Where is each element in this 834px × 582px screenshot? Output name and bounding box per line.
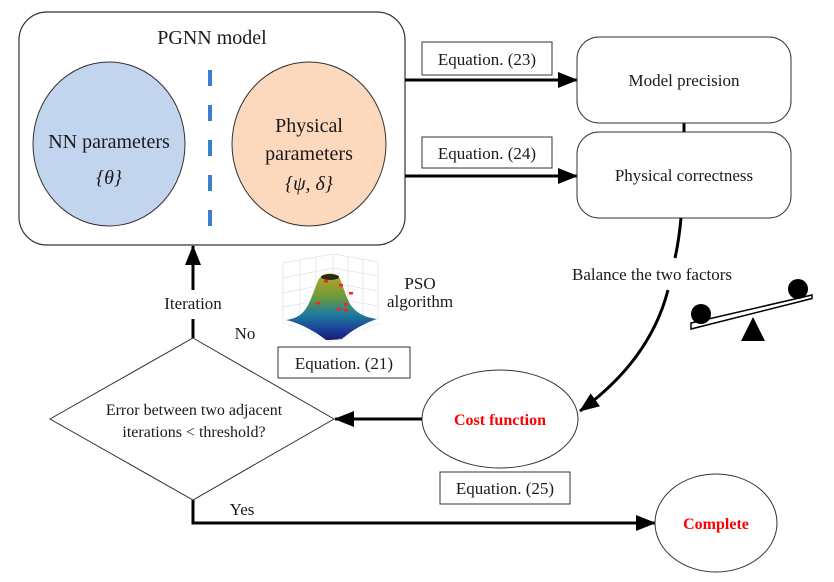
physical-parameters-label-2: parameters: [265, 143, 353, 165]
balance-curve-top: [673, 217, 683, 259]
decision-label-1: Error between two adjacent: [106, 402, 283, 419]
iteration-label: Iteration: [164, 294, 222, 313]
balance-label: Balance the two factors: [572, 265, 732, 284]
svg-text:Complete: Complete: [683, 516, 749, 533]
balance-curve-arrow: [579, 289, 670, 413]
svg-text:Cost function: Cost function: [454, 412, 546, 429]
nn-parameters-label: NN parameters: [48, 131, 170, 153]
svg-text:Equation. (25): Equation. (25): [456, 479, 554, 498]
svg-text:Physical correctness: Physical correctness: [615, 166, 753, 185]
pgnn-model-container[interactable]: PGNN model NN parameters {θ} Physical pa…: [18, 11, 406, 246]
svg-text:Equation. (21): Equation. (21): [295, 354, 393, 373]
physical-correctness-node[interactable]: Physical correctness: [576, 131, 792, 219]
pgnn-model-title: PGNN model: [157, 27, 267, 49]
physical-parameters-node[interactable]: Physical parameters {ψ, δ}: [231, 61, 387, 227]
decision-label-2: iterations < threshold?: [122, 424, 265, 441]
pso-label-1: PSO: [404, 274, 435, 293]
seesaw-icon: [690, 279, 813, 341]
yes-label: Yes: [230, 500, 255, 519]
equation-23-label: Equation. (23): [421, 41, 553, 76]
physical-parameters-label-1: Physical: [275, 115, 343, 137]
svg-text:Equation. (23): Equation. (23): [438, 50, 536, 69]
yes-arrow: [191, 500, 656, 531]
no-label: No: [235, 324, 256, 343]
equation-25-label: Equation. (25): [439, 471, 571, 505]
equation-21-label: Equation. (21): [277, 346, 411, 379]
pso-label-2: algorithm: [387, 292, 453, 311]
model-precision-node[interactable]: Model precision: [576, 36, 792, 124]
nn-parameters-symbol: {θ}: [96, 167, 122, 189]
cost-function-node[interactable]: Cost function: [421, 369, 579, 469]
3d-surface-plot-icon: [282, 253, 381, 343]
complete-node[interactable]: Complete: [654, 473, 778, 573]
nn-parameters-node[interactable]: NN parameters {θ}: [32, 61, 186, 227]
svg-text:Equation. (24): Equation. (24): [438, 144, 536, 163]
physical-parameters-symbol: {ψ, δ}: [285, 173, 333, 195]
equation-24-label: Equation. (24): [421, 136, 553, 169]
svg-text:Model precision: Model precision: [629, 71, 740, 90]
